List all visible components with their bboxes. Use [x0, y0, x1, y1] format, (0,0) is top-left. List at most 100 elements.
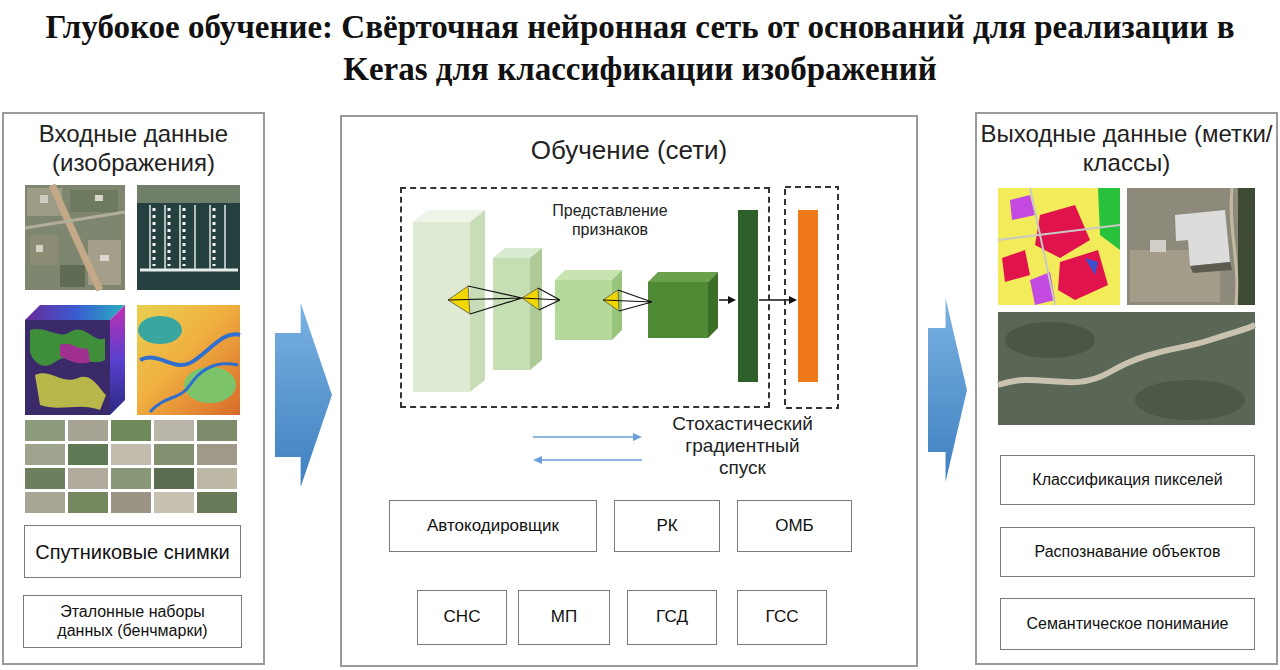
tile: [197, 444, 237, 465]
panel-heading: Представление признаков: [525, 201, 695, 239]
task-box: Классификация пикселей: [1000, 455, 1255, 505]
image-patch: [30, 235, 58, 265]
block-arrow: [928, 298, 967, 482]
map-region: [1058, 250, 1108, 300]
box-label: Эталонные наборы данных (бенчмарки): [32, 602, 233, 640]
box-label: Спутниковые снимки: [35, 540, 229, 564]
classification-map: [998, 188, 1120, 305]
building-dot: [36, 245, 43, 252]
conv-layer: [648, 282, 708, 338]
map-region: [1010, 195, 1035, 220]
kernel-line: [448, 286, 522, 314]
title-area: Глубокое обучение: Свёрточная нейронная …: [0, 6, 1280, 90]
stream-line: [140, 334, 240, 365]
tile: [197, 468, 237, 489]
sgd-label: Стохастический градиентный спуск: [660, 413, 825, 479]
tile: [68, 420, 108, 441]
tile: [111, 492, 151, 513]
tile: [197, 492, 237, 513]
tile: [111, 468, 151, 489]
tile: [154, 444, 194, 465]
box-label: Классификация пикселей: [1032, 470, 1222, 489]
pier-line: [150, 205, 225, 270]
map-region: [1098, 188, 1120, 250]
box-label: ОМБ: [775, 516, 814, 536]
image-patch: [35, 373, 106, 410]
tile: [25, 420, 65, 441]
tile: [197, 420, 237, 441]
diagram-title: Глубокое обучение: Свёрточная нейронная …: [0, 6, 1280, 90]
panel-heading: Обучение (сети): [342, 135, 916, 166]
building-dot: [100, 255, 109, 261]
task-box: Распознавание объектов: [1000, 527, 1255, 577]
trail-line: [998, 325, 1255, 385]
building-shadow: [1190, 262, 1232, 273]
cube-top: [25, 305, 125, 320]
building-dot: [40, 195, 48, 203]
panel-heading: Выходные данные (метки/классы): [977, 120, 1276, 178]
image-patch: [1135, 380, 1245, 420]
building-roof: [1175, 210, 1230, 266]
panel-heading: Входные данные (изображения): [4, 120, 263, 178]
satellite-image: [137, 185, 240, 290]
boat-row: [154, 208, 214, 266]
image-patch: [60, 265, 85, 287]
dense-layer: [738, 210, 758, 382]
tile: [154, 492, 194, 513]
method-box: РК: [614, 500, 720, 552]
conv-layer: [413, 222, 470, 392]
box-label: Распознавание объектов: [1035, 542, 1221, 561]
box-label: Автокодировщик: [427, 516, 559, 536]
sgd-arrow: [533, 436, 634, 438]
layer-top: [648, 272, 718, 282]
image-source-box: Спутниковые снимки: [24, 525, 241, 578]
box-label: ГСД: [656, 607, 688, 627]
method-box: ГСД: [627, 590, 717, 645]
tile: [154, 420, 194, 441]
tile: [111, 420, 151, 441]
output-panel: Выходные данные (метки/классы) Классифика…: [975, 112, 1278, 665]
method-box: СНС: [417, 590, 507, 645]
flow-arrowhead: [728, 296, 736, 304]
method-box: ОМБ: [737, 500, 852, 552]
kernel-line: [603, 290, 652, 311]
conv-layer: [493, 258, 530, 370]
output-dashed-frame: [785, 187, 838, 408]
pier-line: [140, 269, 238, 272]
layer-side: [470, 210, 485, 392]
block-arrow: [275, 303, 332, 487]
tile: [25, 444, 65, 465]
image-patch: [137, 185, 240, 203]
building-roof: [1150, 240, 1166, 252]
map-region: [1085, 258, 1098, 275]
method-box: ГСС: [737, 590, 827, 645]
elevation-image: [137, 305, 240, 415]
tile: [68, 492, 108, 513]
tile: [25, 492, 65, 513]
conv-layer: [555, 280, 612, 340]
label-area: Стохастический градиентный спуск: [660, 413, 825, 479]
box-label: СНС: [444, 607, 481, 627]
method-box: МП: [518, 590, 610, 645]
image-patch: [138, 316, 182, 344]
tile: [154, 468, 194, 489]
satellite-image: [25, 185, 125, 290]
image-patch: [1005, 322, 1095, 358]
box-label: РК: [656, 516, 677, 536]
box-label: Семантическое понимание: [1026, 614, 1228, 633]
feature-box: Представление признаков: [400, 187, 770, 408]
object-image: [1127, 188, 1255, 305]
flow-arrowhead: [789, 296, 797, 304]
tree-band: [1238, 188, 1255, 305]
stream-line: [150, 364, 238, 412]
method-box: Автокодировщик: [389, 500, 597, 552]
hyperspectral-image: [25, 320, 110, 415]
map-region: [1002, 250, 1030, 282]
output-layer: [798, 210, 818, 382]
image-source-box: Эталонные наборы данных (бенчмарки): [23, 595, 242, 648]
building-dot: [95, 195, 103, 201]
image-patch: [30, 329, 105, 366]
sgd-arrowhead: [633, 433, 642, 441]
